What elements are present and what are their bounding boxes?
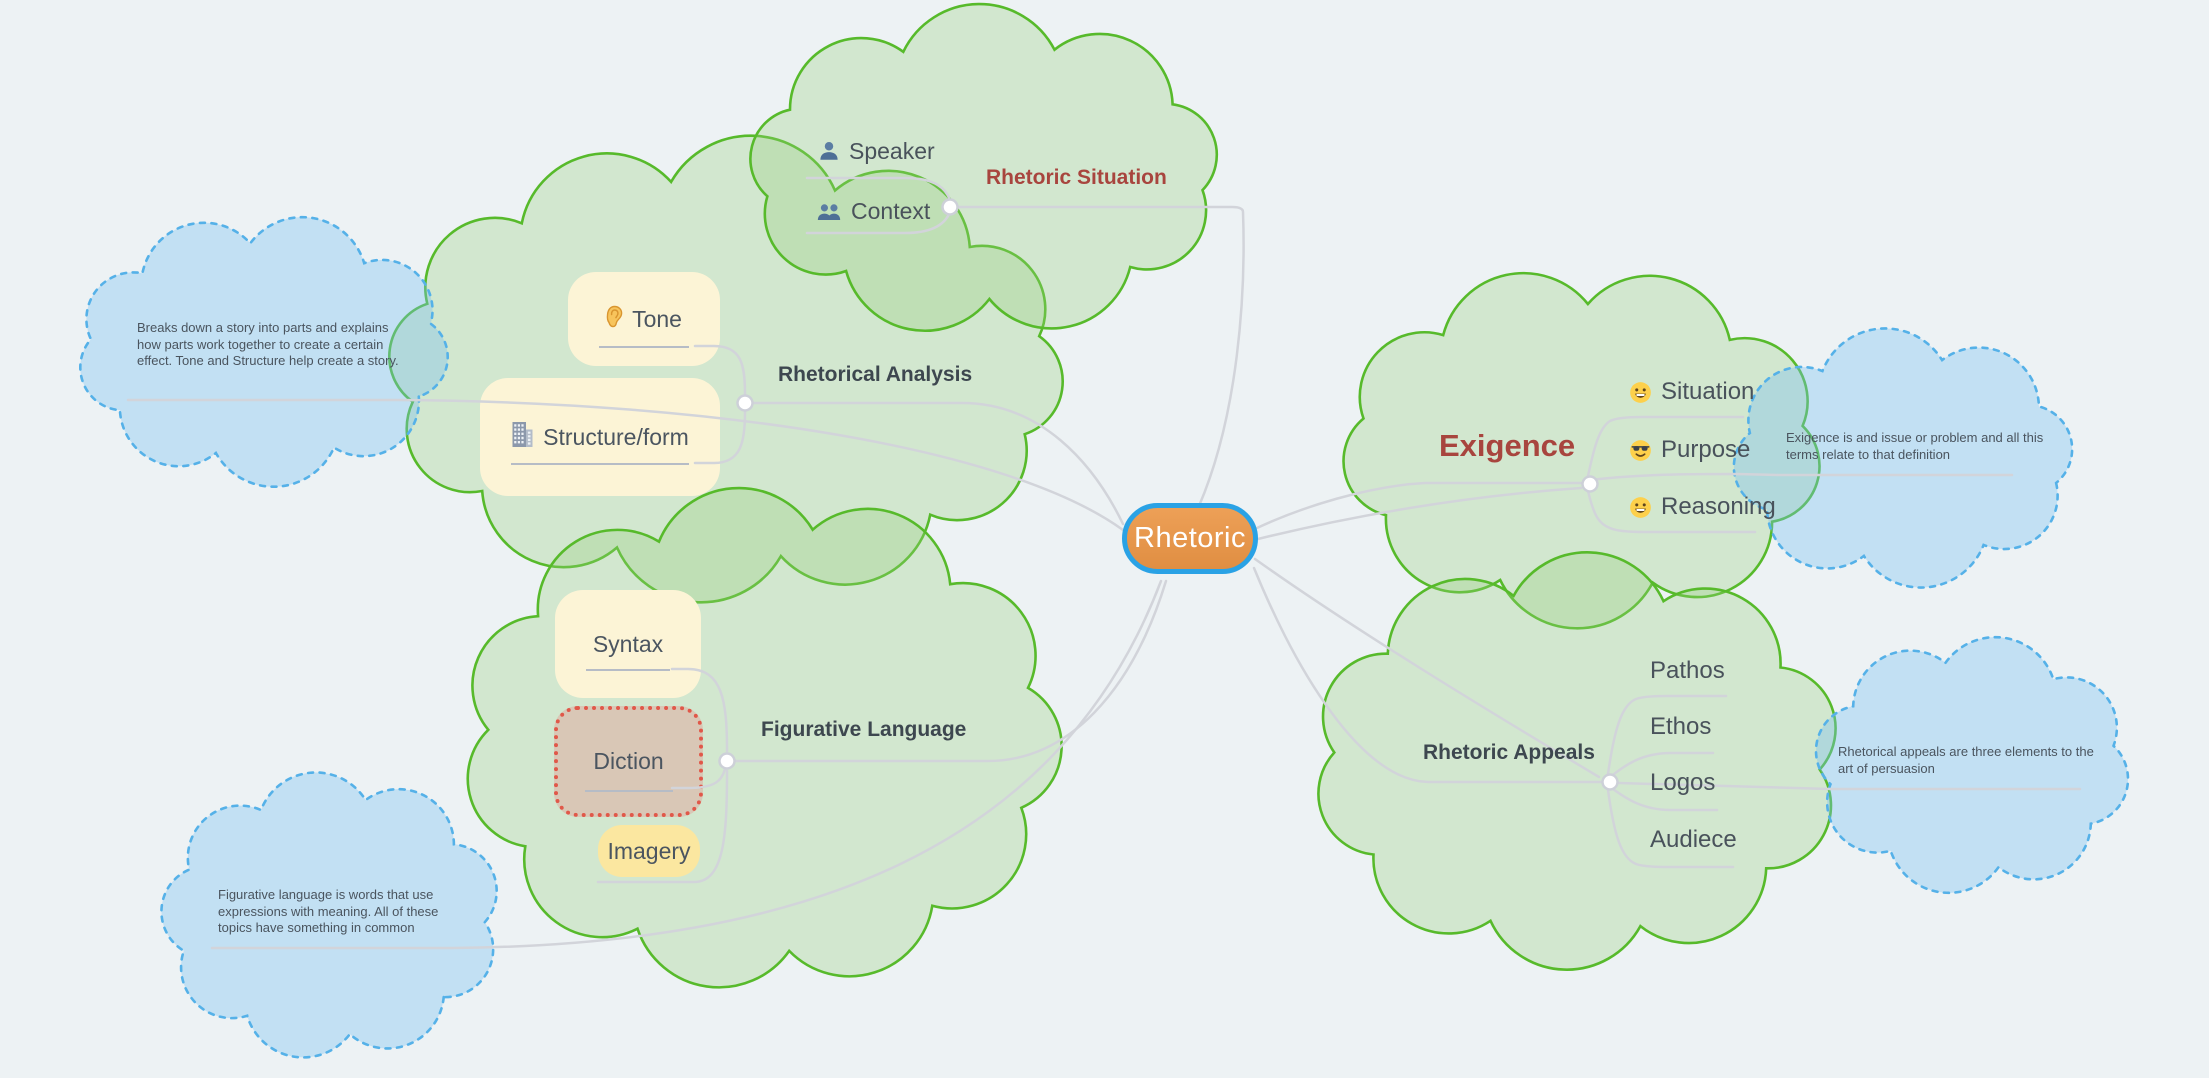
- topic-box-syntax[interactable]: Syntax: [555, 590, 701, 698]
- branch-label-rhetoric-appeals[interactable]: Rhetoric Appeals: [1423, 741, 1595, 764]
- subtopic-pathos[interactable]: Pathos: [1650, 656, 1725, 686]
- collapse-handle-exigence[interactable]: [1581, 475, 1599, 493]
- subtopic-label: Situation: [1661, 378, 1755, 405]
- person-icon: [818, 140, 840, 162]
- subtopic-logos[interactable]: Logos: [1650, 768, 1715, 798]
- branch-label-exigence[interactable]: Exigence: [1439, 428, 1576, 463]
- smiley-icon: [1629, 381, 1652, 404]
- building-icon: [511, 421, 534, 454]
- people-icon: [816, 200, 842, 222]
- branch-label-figurative-language[interactable]: Figurative Language: [761, 718, 967, 741]
- connector-line: [1255, 481, 1583, 530]
- collapse-handle-rhetorical-analysis[interactable]: [736, 394, 754, 412]
- cool-smiley-icon: [1629, 439, 1652, 462]
- topic-box-structure[interactable]: Structure/form: [480, 378, 720, 496]
- topic-label-imagery: Imagery: [607, 837, 691, 864]
- subtopic-label: Pathos: [1650, 657, 1725, 684]
- connector-line: [750, 401, 1125, 526]
- subtopic-ethos[interactable]: Ethos: [1650, 712, 1711, 742]
- subtopic-label: Context: [851, 197, 931, 224]
- topic-label-diction: Diction: [593, 748, 664, 774]
- connector-line: [1256, 486, 1583, 541]
- topic-label-syntax: Syntax: [592, 630, 664, 657]
- connector-line: [956, 205, 1245, 508]
- subtopic-label: Speaker: [849, 137, 935, 164]
- collapse-handle-rhetoric-appeals[interactable]: [1601, 773, 1619, 791]
- subtopic-audiece[interactable]: Audiece: [1650, 825, 1737, 855]
- note-figurative-language[interactable]: Figurative language is words that use ex…: [218, 887, 439, 935]
- note-rhetorical-analysis[interactable]: Breaks down a story into parts and expla…: [137, 320, 399, 368]
- connector-line: [1588, 472, 2014, 482]
- collapse-handle-figurative-language[interactable]: [718, 752, 736, 770]
- topic-box-imagery[interactable]: Imagery: [598, 825, 700, 877]
- center-node-rhetoric[interactable]: Rhetoric: [1122, 503, 1258, 574]
- smiley-icon: [1629, 496, 1652, 519]
- topic-underline: [599, 346, 689, 348]
- ear-icon: [606, 305, 623, 334]
- subtopic-label: Purpose: [1661, 436, 1751, 463]
- subtopic-purpose[interactable]: Purpose: [1629, 435, 1750, 465]
- topic-box-tone[interactable]: Tone: [568, 272, 720, 366]
- center-node-label: Rhetoric: [1134, 522, 1246, 554]
- subtopic-context[interactable]: Context: [816, 196, 930, 226]
- branch-label-rhetoric-situation[interactable]: Rhetoric Situation: [986, 166, 1167, 189]
- topic-underline: [511, 463, 689, 465]
- note-exigence[interactable]: Exigence is and issue or problem and all…: [1786, 430, 2044, 462]
- collapse-handle-rhetoric-situation[interactable]: [941, 198, 959, 216]
- subtopic-speaker[interactable]: Speaker: [818, 136, 935, 166]
- topic-label-structure: Structure/form: [543, 423, 689, 450]
- subtopic-label: Logos: [1650, 769, 1716, 796]
- note-rhetoric-appeals[interactable]: Rhetorical appeals are three elements to…: [1838, 744, 2094, 776]
- subtopic-reasoning[interactable]: Reasoning: [1629, 492, 1776, 522]
- subtopic-label: Audiece: [1650, 826, 1737, 853]
- topic-underline: [586, 669, 670, 671]
- branch-label-rhetorical-analysis[interactable]: Rhetorical Analysis: [778, 363, 973, 386]
- topic-underline: [584, 790, 673, 792]
- topic-label-tone: Tone: [632, 305, 682, 332]
- subtopic-label: Ethos: [1650, 713, 1712, 740]
- subtopic-label: Reasoning: [1661, 493, 1776, 520]
- subtopic-situation[interactable]: Situation: [1629, 377, 1754, 407]
- topic-box-diction[interactable]: Diction: [554, 706, 703, 817]
